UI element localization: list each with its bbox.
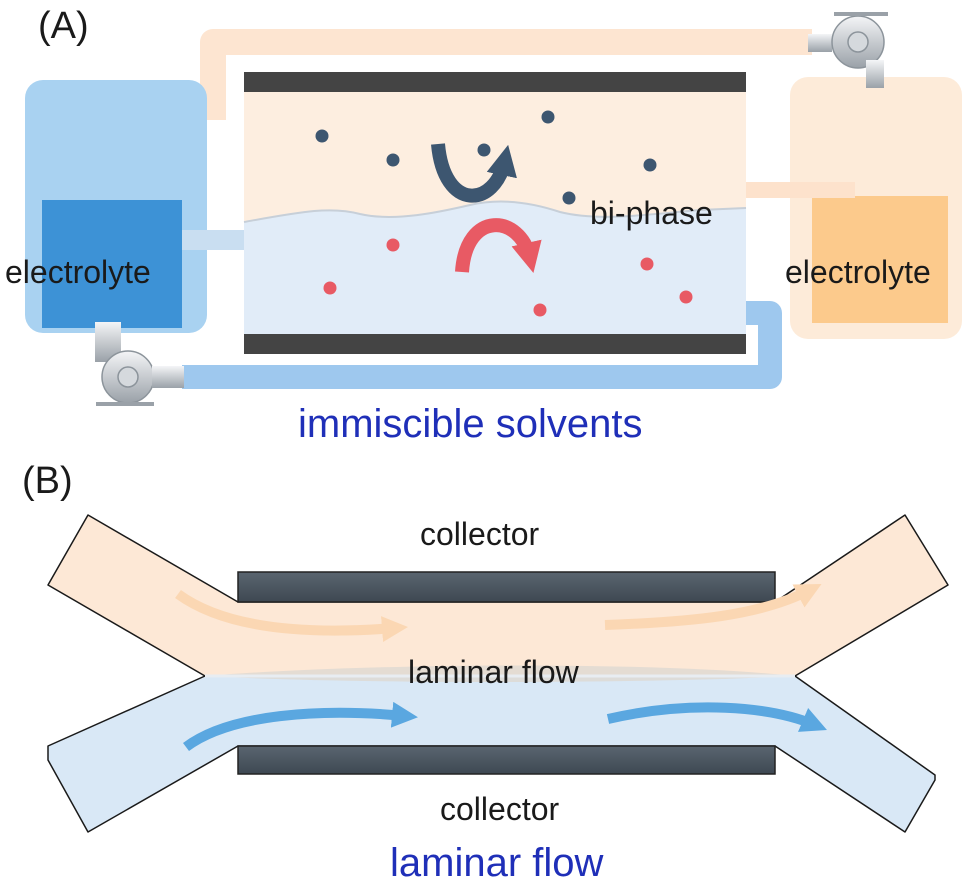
left-tank-label: electrolyte [5, 254, 151, 290]
lower-inlet-flow-arrow [183, 701, 418, 752]
bottom-collector-label: collector [440, 791, 560, 827]
laminar-interface [205, 665, 795, 682]
bottom-collector [237, 745, 776, 775]
left-inlet-pipe [182, 230, 244, 250]
aqueous-phase-particles [323, 238, 693, 317]
right-electrolyte-tank [790, 77, 962, 339]
bi-phase-label: bi-phase [590, 195, 713, 231]
right-outlet-pipe [745, 182, 855, 198]
panel-a-label: (A) [38, 5, 89, 47]
panel-a-caption: immiscible solvents [298, 402, 643, 446]
biphasic-cell [243, 72, 747, 354]
top-return-pipe [200, 29, 812, 120]
top-collector-label: collector [420, 516, 540, 552]
laminar-flow-interface-label: laminar flow [408, 654, 580, 690]
panel-b-label: (B) [22, 460, 73, 502]
upper-inlet-flow-arrow [175, 589, 408, 642]
left-electrolyte-tank [25, 80, 207, 333]
upward-transfer-arrow [431, 143, 517, 203]
right-tank-label: electrolyte [785, 254, 931, 290]
bottom-electrode [244, 334, 746, 354]
upper-outlet-flow-arrow [604, 584, 822, 630]
top-electrode [244, 72, 746, 92]
bottom-return-pipe [182, 301, 782, 389]
top-collector [237, 571, 776, 603]
top-pump-icon [808, 12, 888, 88]
downward-transfer-arrow [455, 218, 542, 274]
bottom-pump-icon [95, 322, 184, 406]
lower-outlet-flow-arrow [606, 702, 827, 732]
panel-b-caption: laminar flow [390, 841, 604, 885]
